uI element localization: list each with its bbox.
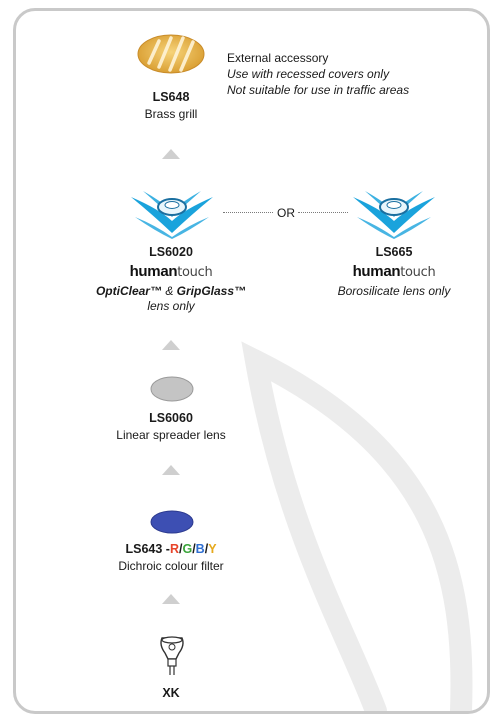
grill-code: LS648 [152, 90, 190, 104]
grill-note-line1: Use with recessed covers only [227, 67, 390, 81]
filter-name: Dichroic colour filter [118, 559, 224, 573]
lamp-code: XK [162, 686, 180, 700]
lens-a-humantouch-logo: humantouch [129, 263, 213, 280]
spreader-name: Linear spreader lens [116, 428, 226, 442]
spreader-code: LS6060 [149, 411, 193, 425]
lens-a-code: LS6020 [149, 245, 193, 259]
lamp-icon [160, 636, 184, 675]
grill-name: Brass grill [144, 107, 198, 121]
lens-b-code: LS665 [375, 245, 413, 259]
colour-filter-image [150, 510, 194, 534]
filter-code: LS643 -R/G/B/Y [125, 542, 217, 556]
up-arrow-icon [162, 149, 180, 159]
lens-a-desc-line2: lens only [147, 299, 195, 313]
leaf-watermark [241, 341, 473, 711]
lens-b-image [353, 191, 435, 239]
or-label: OR [277, 206, 295, 220]
up-arrow-icon [162, 340, 180, 350]
or-connector-left [223, 212, 273, 213]
lens-a-desc: OptiClear™ & GripGlass™ [95, 284, 247, 298]
lens-b-desc: Borosilicate lens only [337, 284, 451, 298]
up-arrow-icon [162, 465, 180, 475]
grill-note-title: External accessory [227, 51, 329, 65]
lens-b-humantouch-logo: humantouch [352, 263, 436, 280]
spreader-lens-image [150, 376, 194, 402]
or-connector-right [298, 212, 348, 213]
brass-grill-image [137, 34, 205, 74]
lens-a-image [131, 191, 213, 239]
grill-note-line2: Not suitable for use in traffic areas [227, 83, 410, 97]
up-arrow-icon [162, 594, 180, 604]
accessory-panel: External accessory Use with recessed cov… [13, 8, 490, 714]
